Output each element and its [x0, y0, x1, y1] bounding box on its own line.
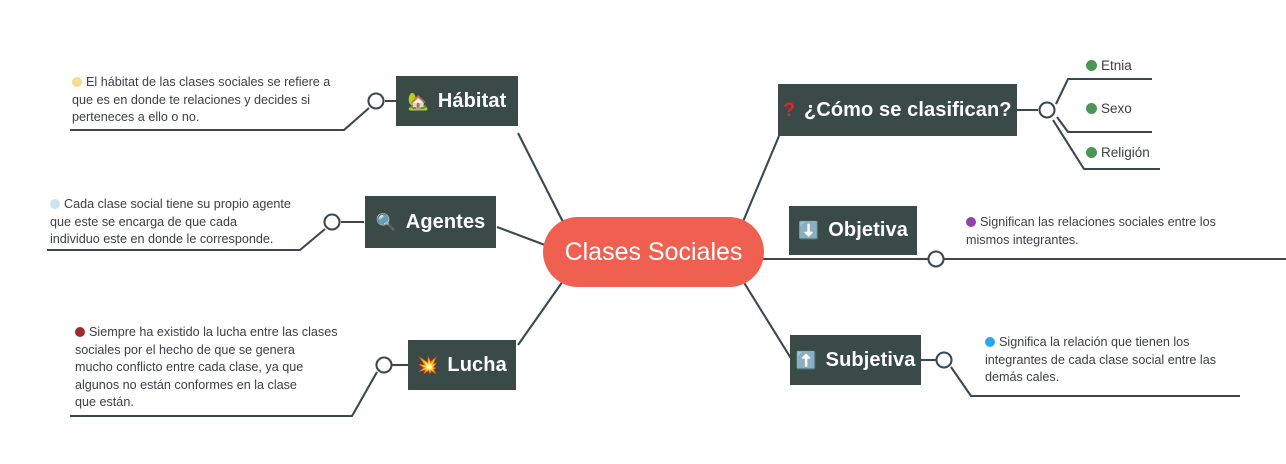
note-lucha-line-2: sociales por el hecho de que se genera — [75, 342, 295, 357]
leaf-sexo-label: Sexo — [1101, 101, 1132, 116]
note-lucha-line-5: que están. — [75, 395, 134, 410]
note-subjetiva-line-1: Significa la relación que tienen los — [999, 335, 1190, 349]
node-como-se-clasifican-label: ¿Cómo se clasifican? — [804, 98, 1012, 121]
leaf-etnia-label: Etnia — [1101, 58, 1132, 73]
note-objetiva-line-2: mismos integrantes. — [966, 232, 1079, 247]
junction-subjetiva — [935, 351, 953, 369]
junction-clasifican — [1038, 101, 1056, 119]
question-mark-icon: ? — [783, 99, 795, 121]
leaf-etnia[interactable]: Etnia — [1086, 58, 1132, 74]
center-node-clases-sociales[interactable]: Clases Sociales — [543, 217, 764, 287]
note-lucha: Siempre ha existido la lucha entre las c… — [75, 324, 365, 412]
wire-center-clasifican — [741, 135, 780, 225]
note-agentes-line-3: individuo este en donde le corresponde. — [50, 232, 274, 247]
wire-leaf-sexo — [1056, 116, 1152, 134]
note-habitat-line-3: perteneces a ello o no. — [72, 110, 200, 125]
note-habitat-bullet — [72, 77, 82, 87]
note-lucha-bullet — [75, 327, 85, 337]
node-lucha[interactable]: 💥 Lucha — [408, 340, 516, 390]
note-agentes-line-2: que este se encarga de que cada — [50, 214, 237, 229]
leaf-sexo-bullet — [1086, 103, 1097, 114]
junction-lucha — [375, 356, 393, 374]
node-subjetiva-label: Subjetiva — [825, 348, 916, 371]
down-arrow-icon: ⬇️ — [798, 221, 820, 240]
node-objetiva-label: Objetiva — [828, 219, 908, 241]
note-objetiva-bullet — [966, 217, 976, 227]
node-como-se-clasifican[interactable]: ? ¿Cómo se clasifican? — [778, 84, 1017, 136]
note-subjetiva: Significa la relación que tienen los int… — [985, 334, 1255, 387]
note-lucha-line-3: mucho conflicto entre cada clase, ya que — [75, 360, 304, 375]
node-subjetiva[interactable]: ⬆️ Subjetiva — [790, 335, 921, 385]
node-agentes[interactable]: 🔍 Agentes — [365, 196, 496, 248]
collision-icon: 💥 — [417, 355, 439, 375]
node-objetiva[interactable]: ⬇️ Objetiva — [789, 206, 917, 255]
leaf-sexo[interactable]: Sexo — [1086, 101, 1132, 117]
note-habitat-line-2: que es en donde te relaciones y decides … — [72, 92, 311, 107]
note-lucha-line-1: Siempre ha existido la lucha entre las c… — [89, 325, 338, 339]
center-node-label: Clases Sociales — [564, 237, 743, 266]
note-habitat: El hábitat de las clases sociales se ref… — [72, 74, 357, 127]
leaf-etnia-bullet — [1086, 60, 1097, 71]
note-subjetiva-line-3: demás cales. — [985, 370, 1060, 385]
wire-center-subjetiva — [742, 280, 793, 361]
node-habitat[interactable]: 🏡 Hábitat — [396, 76, 518, 126]
note-habitat-line-1: El hábitat de las clases sociales se ref… — [86, 75, 331, 89]
note-lucha-line-4: algunos no están conformes en la clase — [75, 377, 297, 392]
leaf-religion-bullet — [1086, 147, 1097, 158]
wire-center-agentes — [496, 226, 546, 246]
note-agentes: Cada clase social tiene su propio agente… — [50, 196, 328, 249]
wire-center-lucha — [517, 280, 564, 346]
junction-habitat — [367, 92, 385, 110]
node-lucha-label: Lucha — [447, 353, 507, 376]
junction-objetiva — [927, 250, 945, 268]
note-agentes-bullet — [50, 199, 60, 209]
note-subjetiva-bullet — [985, 337, 995, 347]
node-habitat-label: Hábitat — [437, 89, 507, 112]
node-agentes-label: Agentes — [405, 210, 486, 233]
note-agentes-line-1: Cada clase social tiene su propio agente — [64, 197, 291, 211]
leaf-religion[interactable]: Religión — [1086, 145, 1150, 161]
note-objetiva-line-1: Significan las relaciones sociales entre… — [980, 215, 1216, 229]
note-subjetiva-line-2: integrantes de cada clase social entre l… — [985, 352, 1217, 367]
magnifying-glass-icon: 🔍 — [375, 212, 397, 232]
house-icon: 🏡 — [407, 91, 429, 111]
leaf-religion-label: Religión — [1101, 145, 1150, 160]
note-objetiva: Significan las relaciones sociales entre… — [966, 214, 1246, 249]
up-arrow-icon: ⬆️ — [795, 350, 817, 370]
wire-center-habitat — [517, 132, 565, 225]
